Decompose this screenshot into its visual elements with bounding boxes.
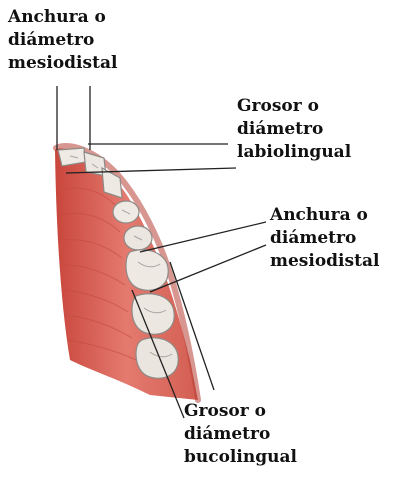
label-line: Grosor o (184, 400, 297, 423)
label-width-mesiodistal-incisor: Anchura o diámetro mesiodistal (8, 6, 117, 75)
third-molar (136, 338, 178, 379)
label-line: mesiodistal (8, 52, 117, 75)
label-line: Grosor o (237, 95, 351, 118)
label-thickness-bucolingual: Grosor o diámetro bucolingual (184, 400, 297, 469)
label-line: diámetro (237, 118, 351, 141)
label-line: labiolingual (237, 141, 351, 164)
label-line: diámetro (270, 227, 379, 250)
label-thickness-labiolingual: Grosor o diámetro labiolingual (237, 95, 351, 164)
label-width-mesiodistal-molar: Anchura o diámetro mesiodistal (270, 204, 379, 273)
label-line: Anchura o (8, 6, 117, 29)
label-line: bucolingual (184, 446, 297, 469)
label-line: Anchura o (270, 204, 379, 227)
label-line: mesiodistal (270, 250, 379, 273)
label-line: diámetro (8, 29, 117, 52)
label-line: diámetro (184, 423, 297, 446)
second-molar (132, 294, 174, 335)
first-molar (126, 250, 168, 291)
